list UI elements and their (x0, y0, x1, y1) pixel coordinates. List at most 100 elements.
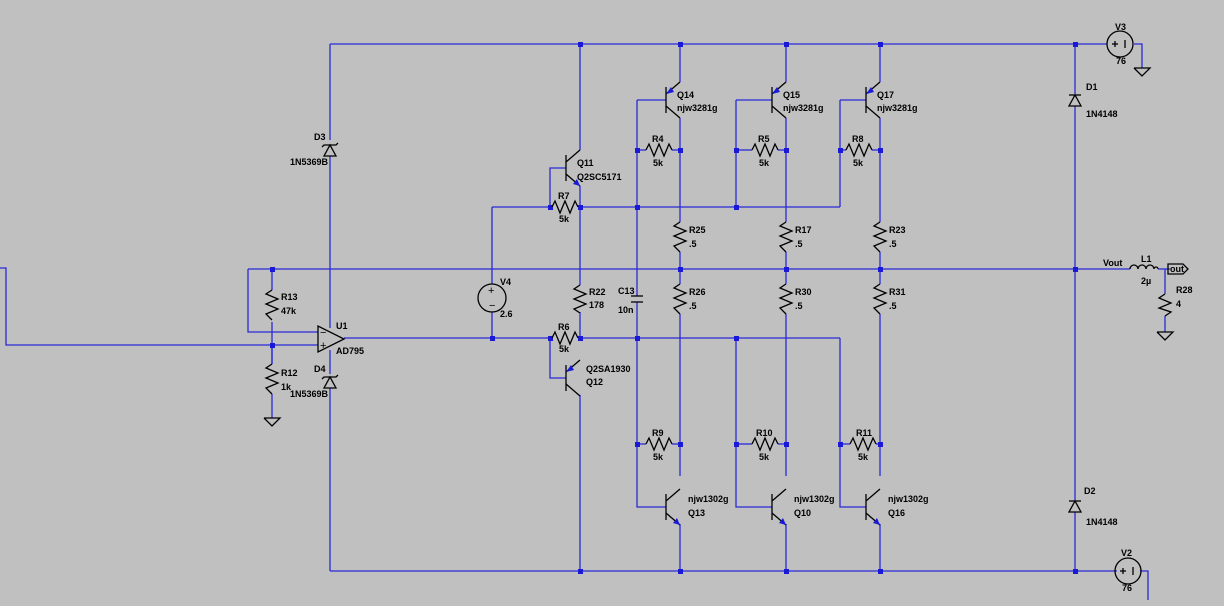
transistor-q10[interactable]: njw1302g Q10 (771, 488, 835, 526)
d1-ref: D1 (1086, 82, 1098, 92)
q12-value: Q2SA1930 (586, 364, 631, 374)
q13-value: njw1302g (688, 494, 729, 504)
net-label-out: out (1170, 264, 1184, 274)
r10-ref: R10 (756, 428, 773, 438)
resistor-r10[interactable]: R10 5k (751, 428, 779, 462)
net-label-vout: Vout (1103, 258, 1122, 268)
transistor-q12[interactable]: Q2SA1930 Q12 (565, 359, 631, 397)
r11-value: 5k (858, 452, 869, 462)
r5-value: 5k (759, 158, 770, 168)
r12-value: 1k (281, 382, 292, 392)
r28-value: 4 (1176, 299, 1181, 309)
transistor-q16[interactable]: njw1302g Q16 (865, 488, 929, 526)
v3-value: 76 (1116, 56, 1126, 66)
voltage-source-v4[interactable]: + − V4 2.6 (477, 277, 513, 319)
plus-icon: + (488, 285, 494, 297)
diode-d2[interactable]: D2 1N4148 (1067, 486, 1118, 527)
q17-value: njw3281g (877, 103, 918, 113)
resistor-r22[interactable]: R22 178 (572, 284, 606, 314)
transistor-q15[interactable]: Q15 njw3281g (771, 81, 824, 119)
output-port-out[interactable]: out (1167, 263, 1189, 275)
q10-value: njw1302g (794, 494, 835, 504)
transistor-q11[interactable]: Q11 Q2SC5171 (565, 149, 622, 187)
resistor-r26[interactable]: R26 .5 (672, 283, 706, 315)
zener-diode-d3[interactable]: D3 1N5369B (290, 132, 339, 167)
r4-ref: R4 (652, 134, 664, 144)
r30-value: .5 (795, 301, 803, 311)
r4-value: 5k (653, 158, 664, 168)
r7-ref: R7 (558, 191, 570, 201)
r6-value: 5k (559, 344, 570, 354)
opamp-minus-icon: − (320, 327, 326, 339)
v4-ref: V4 (500, 277, 511, 287)
v2-ref: V2 (1121, 548, 1132, 558)
d3-ref: D3 (314, 132, 326, 142)
r7-value: 5k (559, 214, 570, 224)
ground-icon (263, 417, 282, 427)
resistor-r30[interactable]: R30 .5 (778, 283, 812, 315)
q14-value: njw3281g (677, 103, 718, 113)
resistor-r7[interactable]: R7 5k (551, 191, 579, 224)
transistor-q17[interactable]: Q17 njw3281g (865, 81, 918, 119)
q16-ref: Q16 (888, 508, 905, 518)
wires (0, 43, 1170, 600)
r8-value: 5k (853, 158, 864, 168)
c13-value: 10n (618, 305, 634, 315)
resistor-r28[interactable]: R28 4 (1157, 285, 1193, 317)
inductor-l1[interactable]: L1 2µ (1129, 254, 1159, 286)
r28-ref: R28 (1176, 285, 1193, 295)
resistor-r6[interactable]: R6 5k (551, 322, 579, 354)
r17-value: .5 (795, 239, 803, 249)
r31-ref: R31 (889, 287, 906, 297)
resistor-r25[interactable]: R25 .5 (672, 221, 706, 253)
resistor-r31[interactable]: R31 .5 (872, 283, 906, 315)
resistor-r11[interactable]: R11 5k (849, 428, 877, 462)
diode-d1[interactable]: D1 1N4148 (1067, 82, 1118, 119)
v2-value: 76 (1122, 583, 1132, 593)
r30-ref: R30 (795, 287, 812, 297)
r13-ref: R13 (281, 292, 298, 302)
r12-ref: R12 (281, 368, 298, 378)
voltage-source-v3[interactable]: V3 76 (1106, 22, 1134, 66)
l1-value: 2µ (1141, 276, 1151, 286)
r9-value: 5k (653, 452, 664, 462)
opamp-u1[interactable]: − + U1 AD795 (317, 321, 364, 356)
q17-ref: Q17 (877, 90, 894, 100)
resistor-r12[interactable]: R12 1k (264, 363, 298, 395)
resistor-r17[interactable]: R17 .5 (778, 221, 812, 253)
r26-value: .5 (689, 301, 697, 311)
d4-value: 1N5369B (290, 389, 329, 399)
d4-ref: D4 (314, 364, 326, 374)
junction-dots (270, 42, 1078, 574)
v4-value: 2.6 (500, 309, 513, 319)
q14-ref: Q14 (677, 90, 694, 100)
resistor-r23[interactable]: R23 .5 (872, 221, 906, 253)
r22-value: 178 (589, 300, 604, 310)
minus-icon: − (489, 300, 495, 312)
l1-ref: L1 (1141, 254, 1152, 264)
r25-ref: R25 (689, 225, 706, 235)
voltage-source-v2[interactable]: V2 76 (1114, 548, 1142, 593)
r5-ref: R5 (758, 134, 770, 144)
r13-value: 47k (281, 306, 297, 316)
d1-value: 1N4148 (1086, 109, 1118, 119)
r31-value: .5 (889, 301, 897, 311)
r10-value: 5k (759, 452, 770, 462)
c13-ref: C13 (618, 286, 635, 296)
resistor-r13[interactable]: R13 47k (264, 289, 298, 321)
resistor-r9[interactable]: R9 5k (645, 428, 673, 462)
transistor-q13[interactable]: njw1302g Q13 (665, 488, 729, 526)
capacitor-c13[interactable]: C13 10n (618, 286, 643, 315)
q15-ref: Q15 (783, 90, 800, 100)
r25-value: .5 (689, 239, 697, 249)
d3-value: 1N5369B (290, 157, 329, 167)
q15-value: njw3281g (783, 103, 824, 113)
zener-diode-d4[interactable]: D4 1N5369B (290, 364, 339, 399)
resistor-r5[interactable]: R5 5k (751, 134, 779, 168)
resistor-r4[interactable]: R4 5k (645, 134, 673, 168)
q13-ref: Q13 (688, 508, 705, 518)
transistor-q14[interactable]: Q14 njw3281g (665, 81, 718, 119)
d2-value: 1N4148 (1086, 517, 1118, 527)
resistor-r8[interactable]: R8 5k (845, 134, 873, 168)
